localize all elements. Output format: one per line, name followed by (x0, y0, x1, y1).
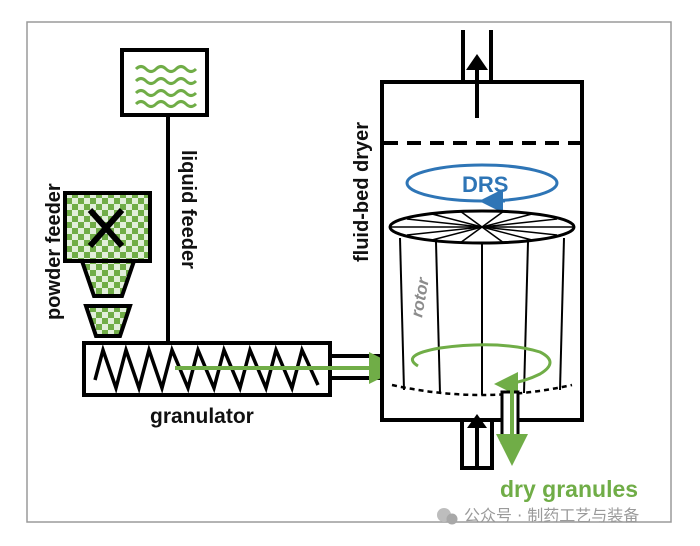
rotor-spoke (406, 218, 558, 236)
liquid-feeder (120, 48, 209, 343)
exhaust-arrow-head (466, 54, 488, 70)
fluid-bed-dryer (380, 30, 584, 470)
powder-feeder-label: powder feeder (43, 183, 65, 320)
rotor-rib (399, 237, 405, 391)
powder-feeder (63, 191, 152, 338)
air-inlet-arrow-head (467, 414, 487, 428)
watermark: 公众号 · 制药工艺与装备 (437, 506, 639, 525)
liquid-feeder-label: liquid feeder (177, 150, 199, 269)
powder-funnel-upper (79, 259, 137, 298)
liquid-wave-4 (134, 100, 198, 108)
dry-granules-label: dry granules (500, 476, 638, 502)
drs-label: DRS (462, 172, 508, 197)
liquid-wave-2 (134, 77, 198, 85)
granulator-label: granulator (150, 405, 254, 428)
watermark-text: 公众号 · 制药工艺与装备 (464, 506, 639, 525)
liquid-wave-1 (134, 65, 198, 73)
cross-icon-stroke (87, 208, 125, 248)
fluid-bed-dryer-label: fluid-bed dryer (351, 122, 373, 262)
granulator (82, 341, 401, 397)
rotor-bottom-edge (391, 383, 573, 397)
rotor (388, 209, 576, 397)
wechat-icon-bubble (446, 513, 458, 525)
rotor-rib (435, 241, 441, 394)
granule-loop (411, 343, 552, 396)
rotor-rib (523, 241, 529, 394)
powder-funnel-lower (83, 304, 133, 338)
liquid-wave-3 (134, 89, 198, 97)
outer-frame (26, 21, 672, 523)
discharge-arrow (496, 382, 528, 466)
rotor-rib (559, 237, 565, 391)
granulator-screw (93, 343, 320, 395)
